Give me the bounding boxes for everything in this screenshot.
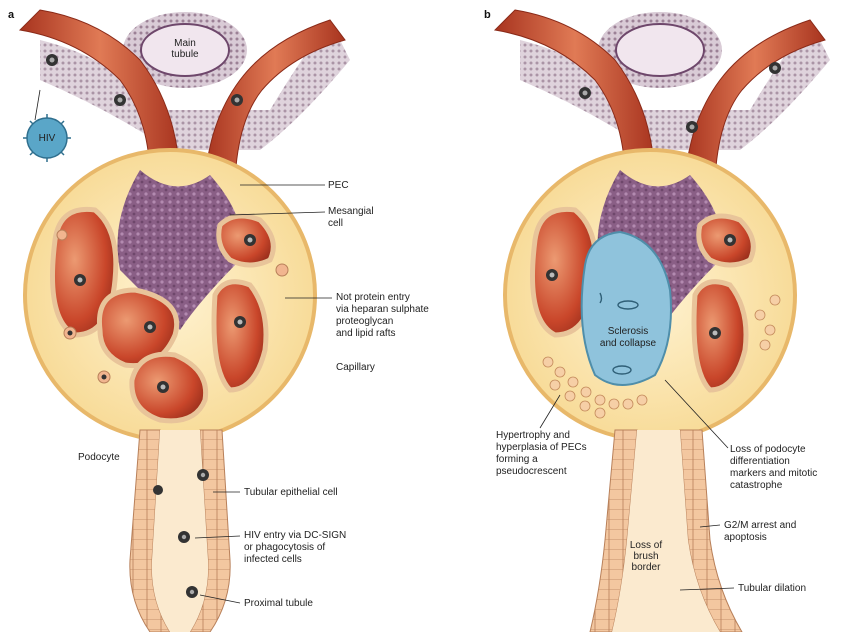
label-podocyte: Podocyte: [78, 452, 120, 463]
label-sclerosis-2: and collapse: [600, 338, 657, 349]
panel-b-letter: b: [484, 9, 491, 21]
label-mesangial-2: cell: [328, 218, 343, 229]
label-entry-4: and lipid rafts: [336, 328, 395, 339]
label-loss-3: markers and mitotic: [730, 468, 817, 479]
label-hyper-2: hyperplasia of PECs: [496, 442, 587, 453]
label-entry-1: Not protein entry: [336, 292, 410, 303]
main-tubule-lumen-b: [616, 24, 704, 76]
label-entry-2: via heparan sulphate: [336, 304, 429, 315]
label-mesangial-1: Mesangial: [328, 206, 374, 217]
hiv-label: HIV: [39, 133, 56, 144]
label-hyper-4: pseudocrescent: [496, 466, 567, 477]
label-hyper-3: forming a: [496, 454, 538, 465]
label-hiv-entry-1: HIV entry via DC-SIGN: [244, 530, 346, 541]
label-dilation: Tubular dilation: [738, 583, 806, 594]
label-brush-1: Loss of: [630, 540, 662, 551]
tubule-lumen: [152, 430, 208, 632]
label-brush-3: border: [632, 562, 662, 573]
panel-b: b Sclerosis and collapse: [484, 9, 830, 632]
label-loss-1: Loss of podocyte: [730, 444, 806, 455]
label-entry-3: proteoglycan: [336, 316, 393, 327]
label-brush-2: brush: [633, 551, 658, 562]
label-g2m-2: apoptosis: [724, 532, 767, 543]
label-loss-2: differentiation: [730, 456, 790, 467]
label-hyper-1: Hypertrophy and: [496, 430, 570, 441]
main-tubule-label-2: tubule: [171, 49, 199, 60]
capillary-loop: [214, 282, 266, 390]
label-capillary: Capillary: [336, 362, 375, 373]
label-sclerosis-1: Sclerosis: [608, 326, 649, 337]
label-hiv-entry-2: or phagocytosis of: [244, 542, 325, 553]
main-tubule-label-1: Main: [174, 38, 196, 49]
panel-a-letter: a: [8, 9, 15, 21]
hiv-virion: HIV: [23, 114, 71, 162]
panel-a: a Main tubule HIV: [8, 9, 429, 632]
label-g2m-1: G2/M arrest and: [724, 520, 796, 531]
virus-leader: [35, 90, 40, 120]
label-pec: PEC: [328, 180, 349, 191]
label-loss-4: catastrophe: [730, 480, 783, 491]
label-proximal: Proximal tubule: [244, 598, 313, 609]
label-hiv-entry-3: infected cells: [244, 554, 302, 565]
label-tubular-cell: Tubular epithelial cell: [244, 487, 338, 498]
